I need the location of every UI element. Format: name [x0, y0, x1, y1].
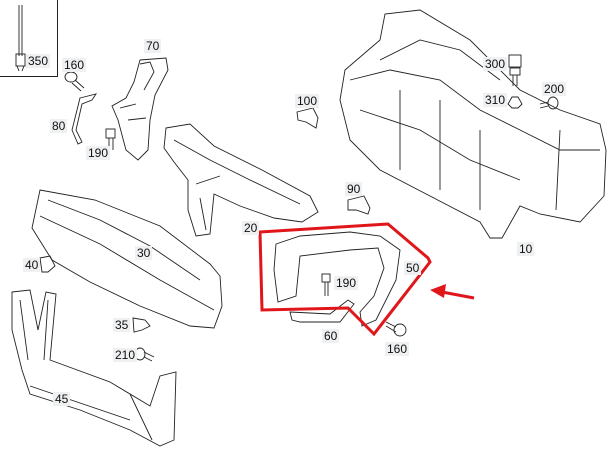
highlight-arrow-icon — [430, 284, 475, 300]
part-70 — [111, 57, 169, 161]
label-310: 310 — [483, 93, 508, 107]
label-190: 190 — [86, 146, 111, 160]
part-45 — [11, 289, 177, 447]
part-50 — [273, 231, 401, 327]
label-30: 30 — [135, 246, 153, 260]
label-160b: 160 — [385, 342, 410, 356]
label-160: 160 — [62, 58, 87, 72]
part-20 — [163, 123, 319, 237]
label-45: 45 — [53, 392, 71, 406]
fastener-300-icon — [508, 54, 522, 86]
label-90: 90 — [345, 182, 363, 196]
label-100: 100 — [295, 94, 320, 108]
bracket-60 — [289, 299, 355, 323]
bolt-350-icon — [15, 5, 26, 72]
label-200: 200 — [542, 82, 567, 96]
label-350: 350 — [26, 54, 51, 68]
bracket-35 — [132, 317, 151, 333]
label-50: 50 — [404, 261, 422, 275]
label-10: 10 — [517, 242, 535, 256]
label-35: 35 — [113, 318, 131, 332]
label-40: 40 — [23, 258, 41, 272]
bolt-190b-icon — [321, 273, 331, 296]
label-20: 20 — [242, 221, 260, 235]
label-210: 210 — [113, 348, 138, 362]
bracket-100 — [296, 107, 319, 129]
part-10 — [339, 9, 607, 239]
part-30 — [31, 189, 223, 329]
label-80: 80 — [50, 119, 68, 133]
highlight-outline — [258, 222, 432, 337]
nut-310-icon — [507, 96, 523, 109]
label-70: 70 — [144, 39, 162, 53]
bolt-210-icon — [134, 347, 155, 362]
bracket-80 — [71, 93, 98, 145]
bolt-200-icon — [539, 96, 559, 110]
label-300: 300 — [483, 57, 508, 71]
bolt-160b-icon — [385, 321, 407, 337]
bracket-40 — [39, 255, 56, 273]
label-60: 60 — [322, 329, 340, 343]
label-190b: 190 — [334, 276, 359, 290]
bolt-160-icon — [64, 71, 85, 92]
bracket-90 — [347, 195, 371, 215]
